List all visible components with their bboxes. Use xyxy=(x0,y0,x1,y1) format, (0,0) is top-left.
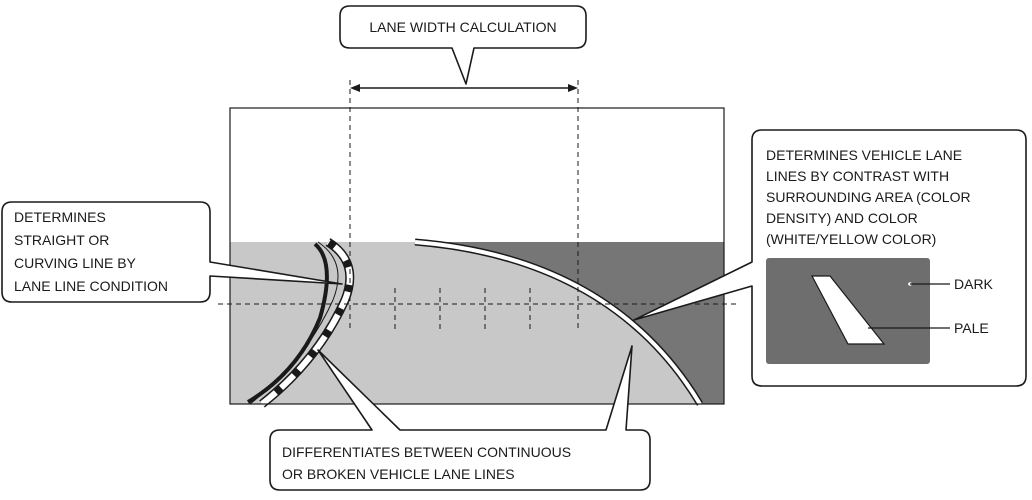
pale-lane-stripe xyxy=(811,275,886,345)
callout-lane-width: LANE WIDTH CALCULATION xyxy=(339,5,587,85)
contrast-line-2: LINES BY CONTRAST WITH xyxy=(766,168,949,184)
callout-straight-curve: DETERMINES STRAIGHT OR CURVING LINE BY L… xyxy=(1,201,343,303)
lane-width-label: LANE WIDTH CALCULATION xyxy=(369,19,556,35)
contrast-line-1: DETERMINES VEHICLE LANE xyxy=(766,147,962,163)
contrast-line-5: (WHITE/YELLOW COLOR) xyxy=(766,231,936,247)
contrast-line-3: SURROUNDING AREA (COLOR xyxy=(766,189,971,205)
svg-text:DETERMINES STRAIGHT OR: DETERMINES STRAIGHT OR CURVING LINE BY L… xyxy=(14,209,168,294)
straight-curve-line-3: CURVING LINE BY xyxy=(14,255,137,271)
sky-area xyxy=(230,108,724,242)
straight-curve-line-2: STRAIGHT OR xyxy=(14,232,109,248)
straight-curve-line-4: LANE LINE CONDITION xyxy=(14,278,168,294)
pale-label: PALE xyxy=(954,320,989,336)
callout-continuous: DIFFERENTIATES BETWEEN CONTINUOUS OR BRO… xyxy=(269,345,651,491)
lane-width-arrow xyxy=(350,84,578,92)
left-broken-line xyxy=(249,238,355,408)
callout-contrast: DETERMINES VEHICLE LANE LINES BY CONTRAS… xyxy=(633,129,1027,387)
measurement-guides xyxy=(218,80,740,332)
dark-label: DARK xyxy=(954,276,994,292)
svg-text:DIFFERENTIATES BETWEEN CONTINU: DIFFERENTIATES BETWEEN CONTINUOUS OR BRO… xyxy=(282,444,575,482)
continuous-line-1: DIFFERENTIATES BETWEEN CONTINUOUS xyxy=(282,444,571,460)
straight-curve-line-1: DETERMINES xyxy=(14,209,106,225)
svg-text:DETERMINES VEHICLE LANE: DETERMINES VEHICLE LANE LINES BY CONTRAS… xyxy=(766,147,974,247)
continuous-line-2: OR BROKEN VEHICLE LANE LINES xyxy=(282,466,515,482)
camera-view xyxy=(229,107,725,408)
view-frame xyxy=(229,107,725,405)
contrast-line-4: DENSITY) AND COLOR xyxy=(766,210,918,226)
dark-roadside xyxy=(415,242,724,404)
